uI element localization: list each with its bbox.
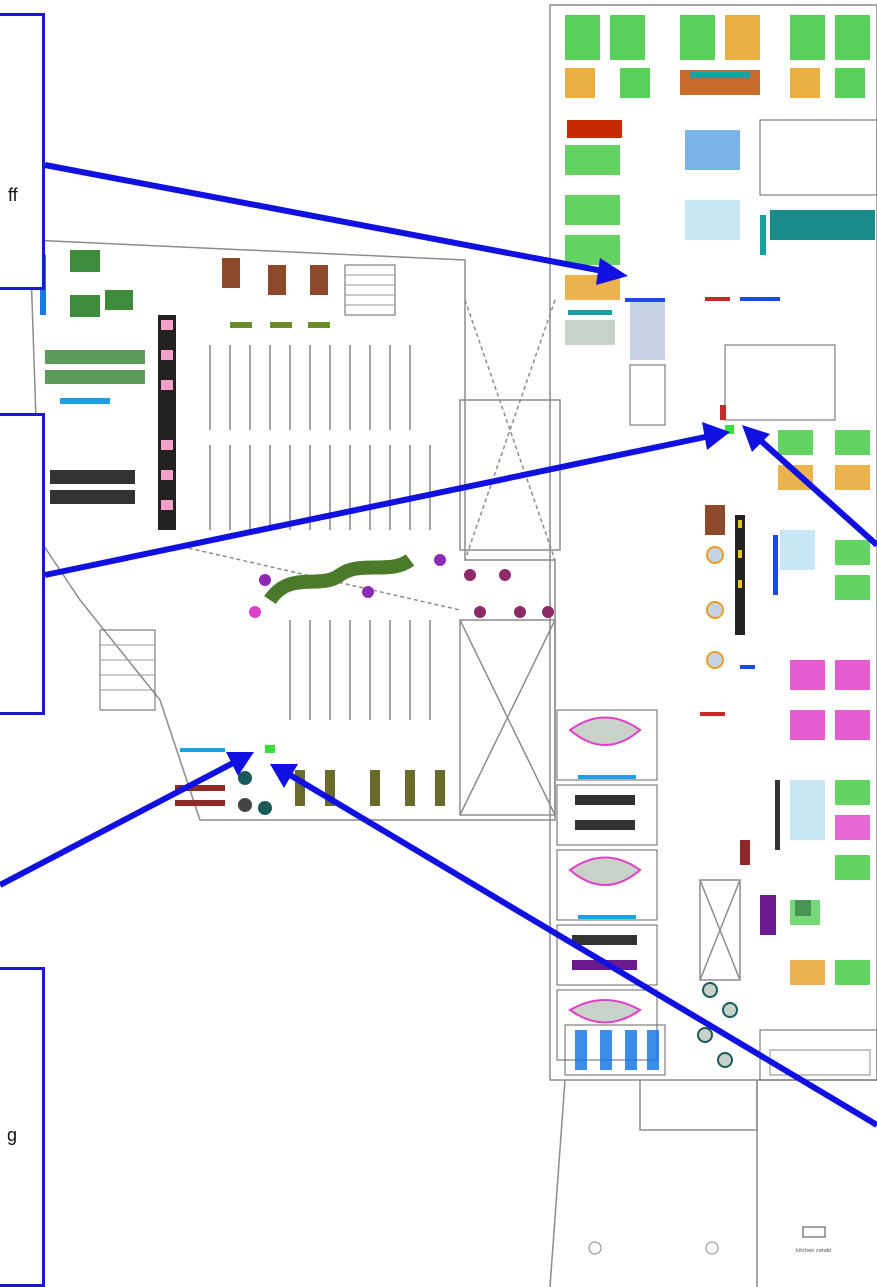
lounge-seating (249, 553, 554, 618)
left-wing-furniture (40, 250, 396, 530)
bottom-left-furniture (99, 629, 445, 815)
right-column-desks (759, 430, 877, 1081)
arrow-middle-head (702, 422, 730, 450)
callout-box-bottom (0, 967, 45, 1287)
arrow-right-edge (757, 437, 877, 548)
arrow-bottom-right (288, 772, 877, 1128)
arrow-right-edge-head (742, 425, 770, 452)
center-column-rooms (700, 505, 755, 865)
callout-box-middle (0, 413, 45, 715)
callout-box-staff (0, 13, 45, 290)
callout-staff-text: ff (8, 185, 18, 205)
arrow-staff (44, 162, 609, 275)
callout-bottom-text: g (7, 1125, 18, 1145)
learning-commons-rooms (556, 709, 738, 1076)
arrow-bottom-right-head (270, 764, 298, 788)
arrow-bottom-left-head (226, 752, 254, 776)
kitchen-label: kitchen condo (796, 1248, 831, 1254)
arrow-bottom-left (0, 759, 237, 888)
library-shelves (209, 345, 431, 720)
annotation-arrows (0, 162, 877, 1128)
building-walls (29, 4, 877, 1287)
arrow-middle (44, 433, 711, 578)
arrow-staff-head (596, 258, 628, 285)
right-tower-workstations (565, 15, 877, 434)
terrace-features: kitchen condo (588, 1226, 831, 1255)
